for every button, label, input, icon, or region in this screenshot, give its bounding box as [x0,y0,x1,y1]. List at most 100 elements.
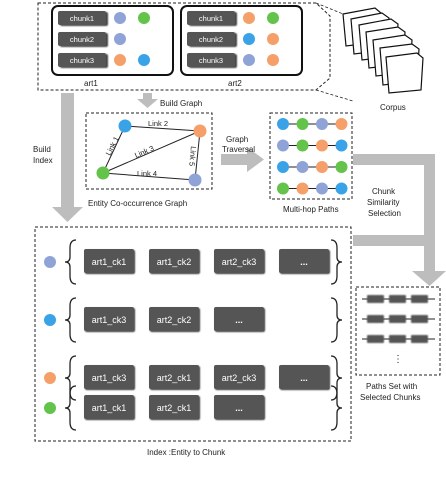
path-node [316,118,328,130]
entity-dot [114,54,126,66]
index-entity-dot [44,314,56,326]
build-index-label-line2: Index [33,156,53,165]
path-node [316,182,328,195]
index-chunk-chip [279,249,329,273]
index-chunk-chip [84,395,134,419]
build-index-arrow-shaft [61,93,74,208]
link-1-label: Link 1 [104,135,121,157]
graph-node-lavender [188,173,202,187]
paths-set-rows [362,295,435,343]
graph-edge [102,172,196,181]
path-node [316,139,328,152]
selection-label-line3: Selection [368,209,401,218]
index-chunk-label: art2_ck1 [157,373,192,383]
corpus-connector-top [315,2,344,15]
paths-set-chunk [389,295,406,303]
entity-graph-caption: Entity Co-occurrence Graph [88,199,187,208]
index-panel: art1_ck1 art1_ck2 art2_ck3... art1_ck3 art2_… [34,226,352,457]
entity-dot [267,33,279,45]
traversal-arrow-head [247,147,264,172]
index-chunk-label: art2_ck3 [222,373,257,383]
path-node [296,182,309,195]
chunk-label: chunk1 [70,14,94,23]
entity-dot [243,12,255,24]
article-1-label: art1 [84,79,98,88]
index-box [34,226,352,442]
chunk-chip-face [58,53,106,67]
index-entity-dot [44,402,56,414]
corpus-page [385,52,424,94]
path-node [335,118,348,130]
chunk-label: chunk2 [199,35,223,44]
graph-edge [194,130,201,181]
paths-set-chunk [411,315,428,323]
index-chunk-chip [214,249,264,273]
index-chunk-chip [149,307,199,331]
traversal-arrow-shaft [221,154,247,165]
corpus-connector-bottom [315,89,354,102]
paths-caption: Multi-hop Paths [283,205,339,214]
index-brace-right [330,385,343,431]
paths-box [269,112,353,200]
multi-hop-paths: Multi-hop Paths [269,112,353,214]
index-chunk-label: art2_ck1 [157,403,192,413]
build-index-arrow-head [52,207,83,222]
selection-label-line2: Similarity [367,198,399,207]
index-chunk-label: art1_ck3 [92,373,127,383]
entity-dot [243,33,255,45]
graph-edge [102,130,201,174]
chunk-label: chunk2 [70,35,94,44]
index-caption: Index :Entity to Chunk [147,448,226,457]
selection-arrow-top [353,154,435,165]
corpus-stack: Corpus [315,2,424,112]
index-entity-dot [44,256,56,268]
index-brace-right [330,239,343,285]
path-node [277,118,289,130]
path-node [296,139,309,152]
graph-node-green [96,166,110,180]
graph-edge [102,125,126,174]
link-2-label: Link 2 [148,119,168,128]
paths-set-ellipsis: ⋮ [393,354,403,365]
path-node [277,139,289,152]
graph-traversal-label-line1: Graph [226,135,248,144]
index-chunk-chip [214,307,264,331]
graph-traversal-label-line2: Traversal [222,145,255,154]
path-node [296,161,309,173]
paths-set-chunk [367,335,384,343]
entity-dot [138,12,150,24]
entity-dot [114,12,126,24]
index-chunk-label: ... [235,315,243,325]
link-5-label: Link 5 [187,146,198,167]
entity-dot [267,54,279,66]
chunk-chip-face [187,11,235,25]
path-node [316,161,328,173]
path-node [277,182,289,195]
path-node [335,161,348,173]
paths-set-chunk [367,295,384,303]
index-brace-left [64,297,77,343]
index-to-selection-arrow [353,235,435,246]
paths-set-box [355,286,441,376]
index-chunk-label: ... [300,373,308,383]
entity-dot [267,12,279,24]
paths-set-chunk [367,315,384,323]
index-chunk-label: art1_ck1 [92,257,127,267]
link-3-label: Link 3 [133,144,155,160]
graph-node-blue [118,119,132,133]
paths-rows [277,118,348,195]
entity-dot [243,54,255,66]
link-4-label: Link 4 [137,169,157,178]
index-chunk-label: art1_ck3 [92,315,127,325]
index-chunk-label: art2_ck2 [157,315,192,325]
paths-set: ⋮ Paths Set with Selected Chunks [355,286,441,402]
index-chunk-chip [279,365,329,389]
index-chunk-label: art1_ck2 [157,257,192,267]
index-chunk-label: ... [300,257,308,267]
chunk-chip-face [58,32,106,46]
article-2-label: art2 [228,79,242,88]
build-index-label-line1: Build [33,145,51,154]
selection-arrow-head [412,271,446,286]
